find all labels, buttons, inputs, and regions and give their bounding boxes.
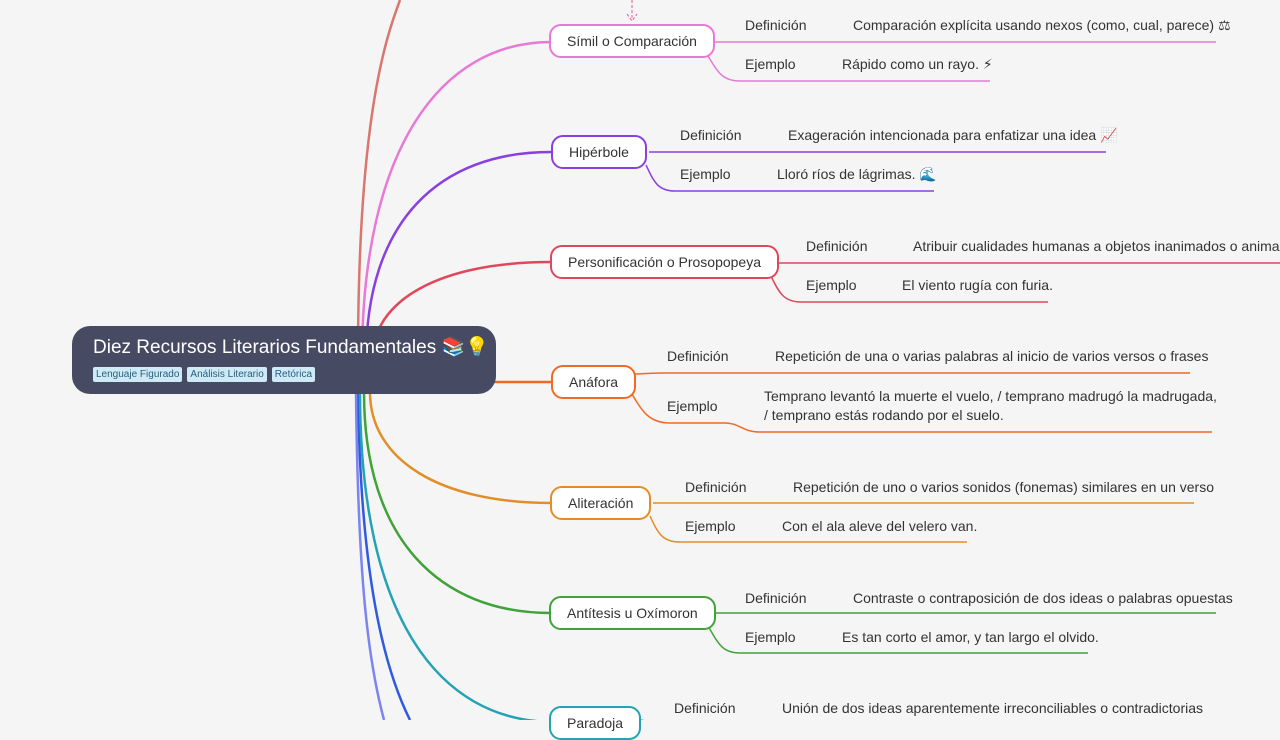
hiperbole-example-text[interactable]: Lloró ríos de lágrimas. 🌊 bbox=[777, 166, 937, 182]
branch-line-offscreen-bottom-2 bbox=[354, 391, 386, 720]
personificacion-definition-label[interactable]: Definición bbox=[806, 238, 868, 254]
root-topic[interactable]: Diez Recursos Literarios Fundamentales 📚… bbox=[72, 326, 496, 394]
hiperbole-definition-label[interactable]: Definición bbox=[680, 127, 742, 143]
topic-paradoja[interactable]: Paradoja bbox=[549, 706, 642, 740]
antitesis-definition-text[interactable]: Contraste o contraposición de dos ideas … bbox=[853, 590, 1233, 606]
sub-line-anafora-ej bbox=[631, 393, 1212, 433]
sub-line-personificacion-ej bbox=[770, 275, 1048, 303]
aliteracion-definition-label[interactable]: Definición bbox=[685, 479, 747, 495]
branch-line-paradoja bbox=[358, 391, 539, 720]
root-tags: Lenguaje Figurado Análisis Literario Ret… bbox=[93, 367, 476, 382]
aliteracion-definition-text[interactable]: Repetición de uno o varios sonidos (fone… bbox=[793, 479, 1214, 495]
simil-example-text[interactable]: Rápido como un rayo. ⚡ bbox=[842, 56, 993, 72]
simil-example-label[interactable]: Ejemplo bbox=[745, 56, 796, 72]
branch-line-aliteracion bbox=[368, 391, 552, 505]
personificacion-example-label[interactable]: Ejemplo bbox=[806, 277, 857, 293]
aliteracion-example-label[interactable]: Ejemplo bbox=[685, 518, 736, 534]
tag-retorica[interactable]: Retórica bbox=[271, 367, 316, 382]
root-title: Diez Recursos Literarios Fundamentales 📚… bbox=[93, 337, 489, 358]
anafora-definition-label[interactable]: Definición bbox=[667, 348, 729, 364]
antitesis-example-label[interactable]: Ejemplo bbox=[745, 629, 796, 645]
branch-line-simil bbox=[360, 40, 552, 361]
branch-line-hiperbole bbox=[364, 150, 552, 361]
hiperbole-example-label[interactable]: Ejemplo bbox=[680, 166, 731, 182]
paradoja-definition-text[interactable]: Unión de dos ideas aparentemente irrecon… bbox=[782, 700, 1204, 716]
anafora-example-label[interactable]: Ejemplo bbox=[667, 398, 718, 414]
branch-line-offscreen-bottom-1 bbox=[356, 389, 412, 720]
topic-hiperbole[interactable]: Hipérbole bbox=[551, 135, 647, 169]
antitesis-definition-label[interactable]: Definición bbox=[745, 590, 807, 606]
topic-antitesis[interactable]: Antítesis u Oxímoron bbox=[549, 596, 716, 630]
branch-line-antitesis bbox=[362, 391, 552, 615]
sub-line-anafora-def bbox=[633, 372, 1190, 375]
sub-line-hiperbole-ej bbox=[645, 164, 934, 192]
personificacion-definition-text[interactable]: Atribuir cualidades humanas a objetos in… bbox=[913, 238, 1280, 254]
anafora-example-line-2[interactable]: / temprano estás rodando por el suelo. bbox=[764, 407, 1004, 423]
personificacion-example-text[interactable]: El viento rugía con furia. bbox=[902, 277, 1053, 293]
topic-aliteracion[interactable]: Aliteración bbox=[550, 486, 652, 520]
antitesis-example-text[interactable]: Es tan corto el amor, y tan largo el olv… bbox=[842, 629, 1099, 645]
branch-line-offscreen-top bbox=[356, 0, 402, 361]
tag-lenguaje-figurado[interactable]: Lenguaje Figurado bbox=[93, 367, 183, 382]
anafora-definition-text[interactable]: Repetición de una o varias palabras al i… bbox=[775, 348, 1209, 364]
sub-line-aliteracion-ej bbox=[649, 515, 967, 543]
topic-personificacion[interactable]: Personificación o Prosopopeya bbox=[550, 245, 780, 279]
topic-anafora[interactable]: Anáfora bbox=[551, 365, 637, 399]
simil-definition-text[interactable]: Comparación explícita usando nexos (como… bbox=[853, 17, 1231, 33]
hiperbole-definition-text[interactable]: Exageración intencionada para enfatizar … bbox=[788, 127, 1118, 143]
topic-simil[interactable]: Símil o Comparación bbox=[549, 24, 715, 58]
simil-definition-label[interactable]: Definición bbox=[745, 17, 807, 33]
paradoja-definition-label[interactable]: Definición bbox=[674, 700, 736, 716]
sub-line-simil-ej bbox=[707, 55, 990, 82]
anafora-example-line-1[interactable]: Temprano levantó la muerte el vuelo, / t… bbox=[764, 388, 1217, 404]
tag-analisis-literario[interactable]: Análisis Literario bbox=[187, 367, 267, 382]
relation-arrow bbox=[626, 0, 638, 22]
aliteracion-example-text[interactable]: Con el ala aleve del velero van. bbox=[782, 518, 978, 534]
sub-line-antitesis-ej bbox=[707, 625, 1088, 654]
